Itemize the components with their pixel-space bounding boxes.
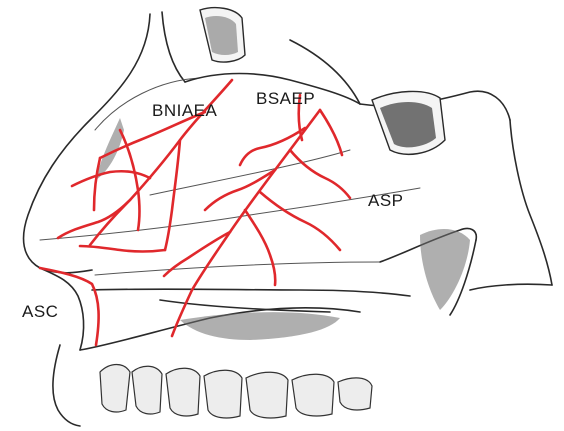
label-asp: ASP — [368, 191, 404, 210]
label-asc: ASC — [22, 302, 58, 321]
artery-bniaea-b7 — [80, 246, 165, 252]
teeth — [100, 365, 372, 419]
label-bsaep: BSAEP — [256, 89, 315, 108]
artery-bsaep-b8 — [172, 290, 192, 336]
artery-bniaea-b6 — [94, 158, 100, 210]
artery-bsaep-b1 — [240, 128, 305, 165]
artery-bsaep-b4 — [260, 192, 340, 250]
label-bniaea: BNIAEA — [152, 101, 218, 120]
artery-bsaep-b7 — [320, 110, 342, 155]
artery-bsaep-b5 — [245, 210, 275, 285]
artery-bsaep-b2 — [290, 150, 350, 198]
labels: BNIAEA BSAEP ASP ASC — [22, 89, 404, 321]
